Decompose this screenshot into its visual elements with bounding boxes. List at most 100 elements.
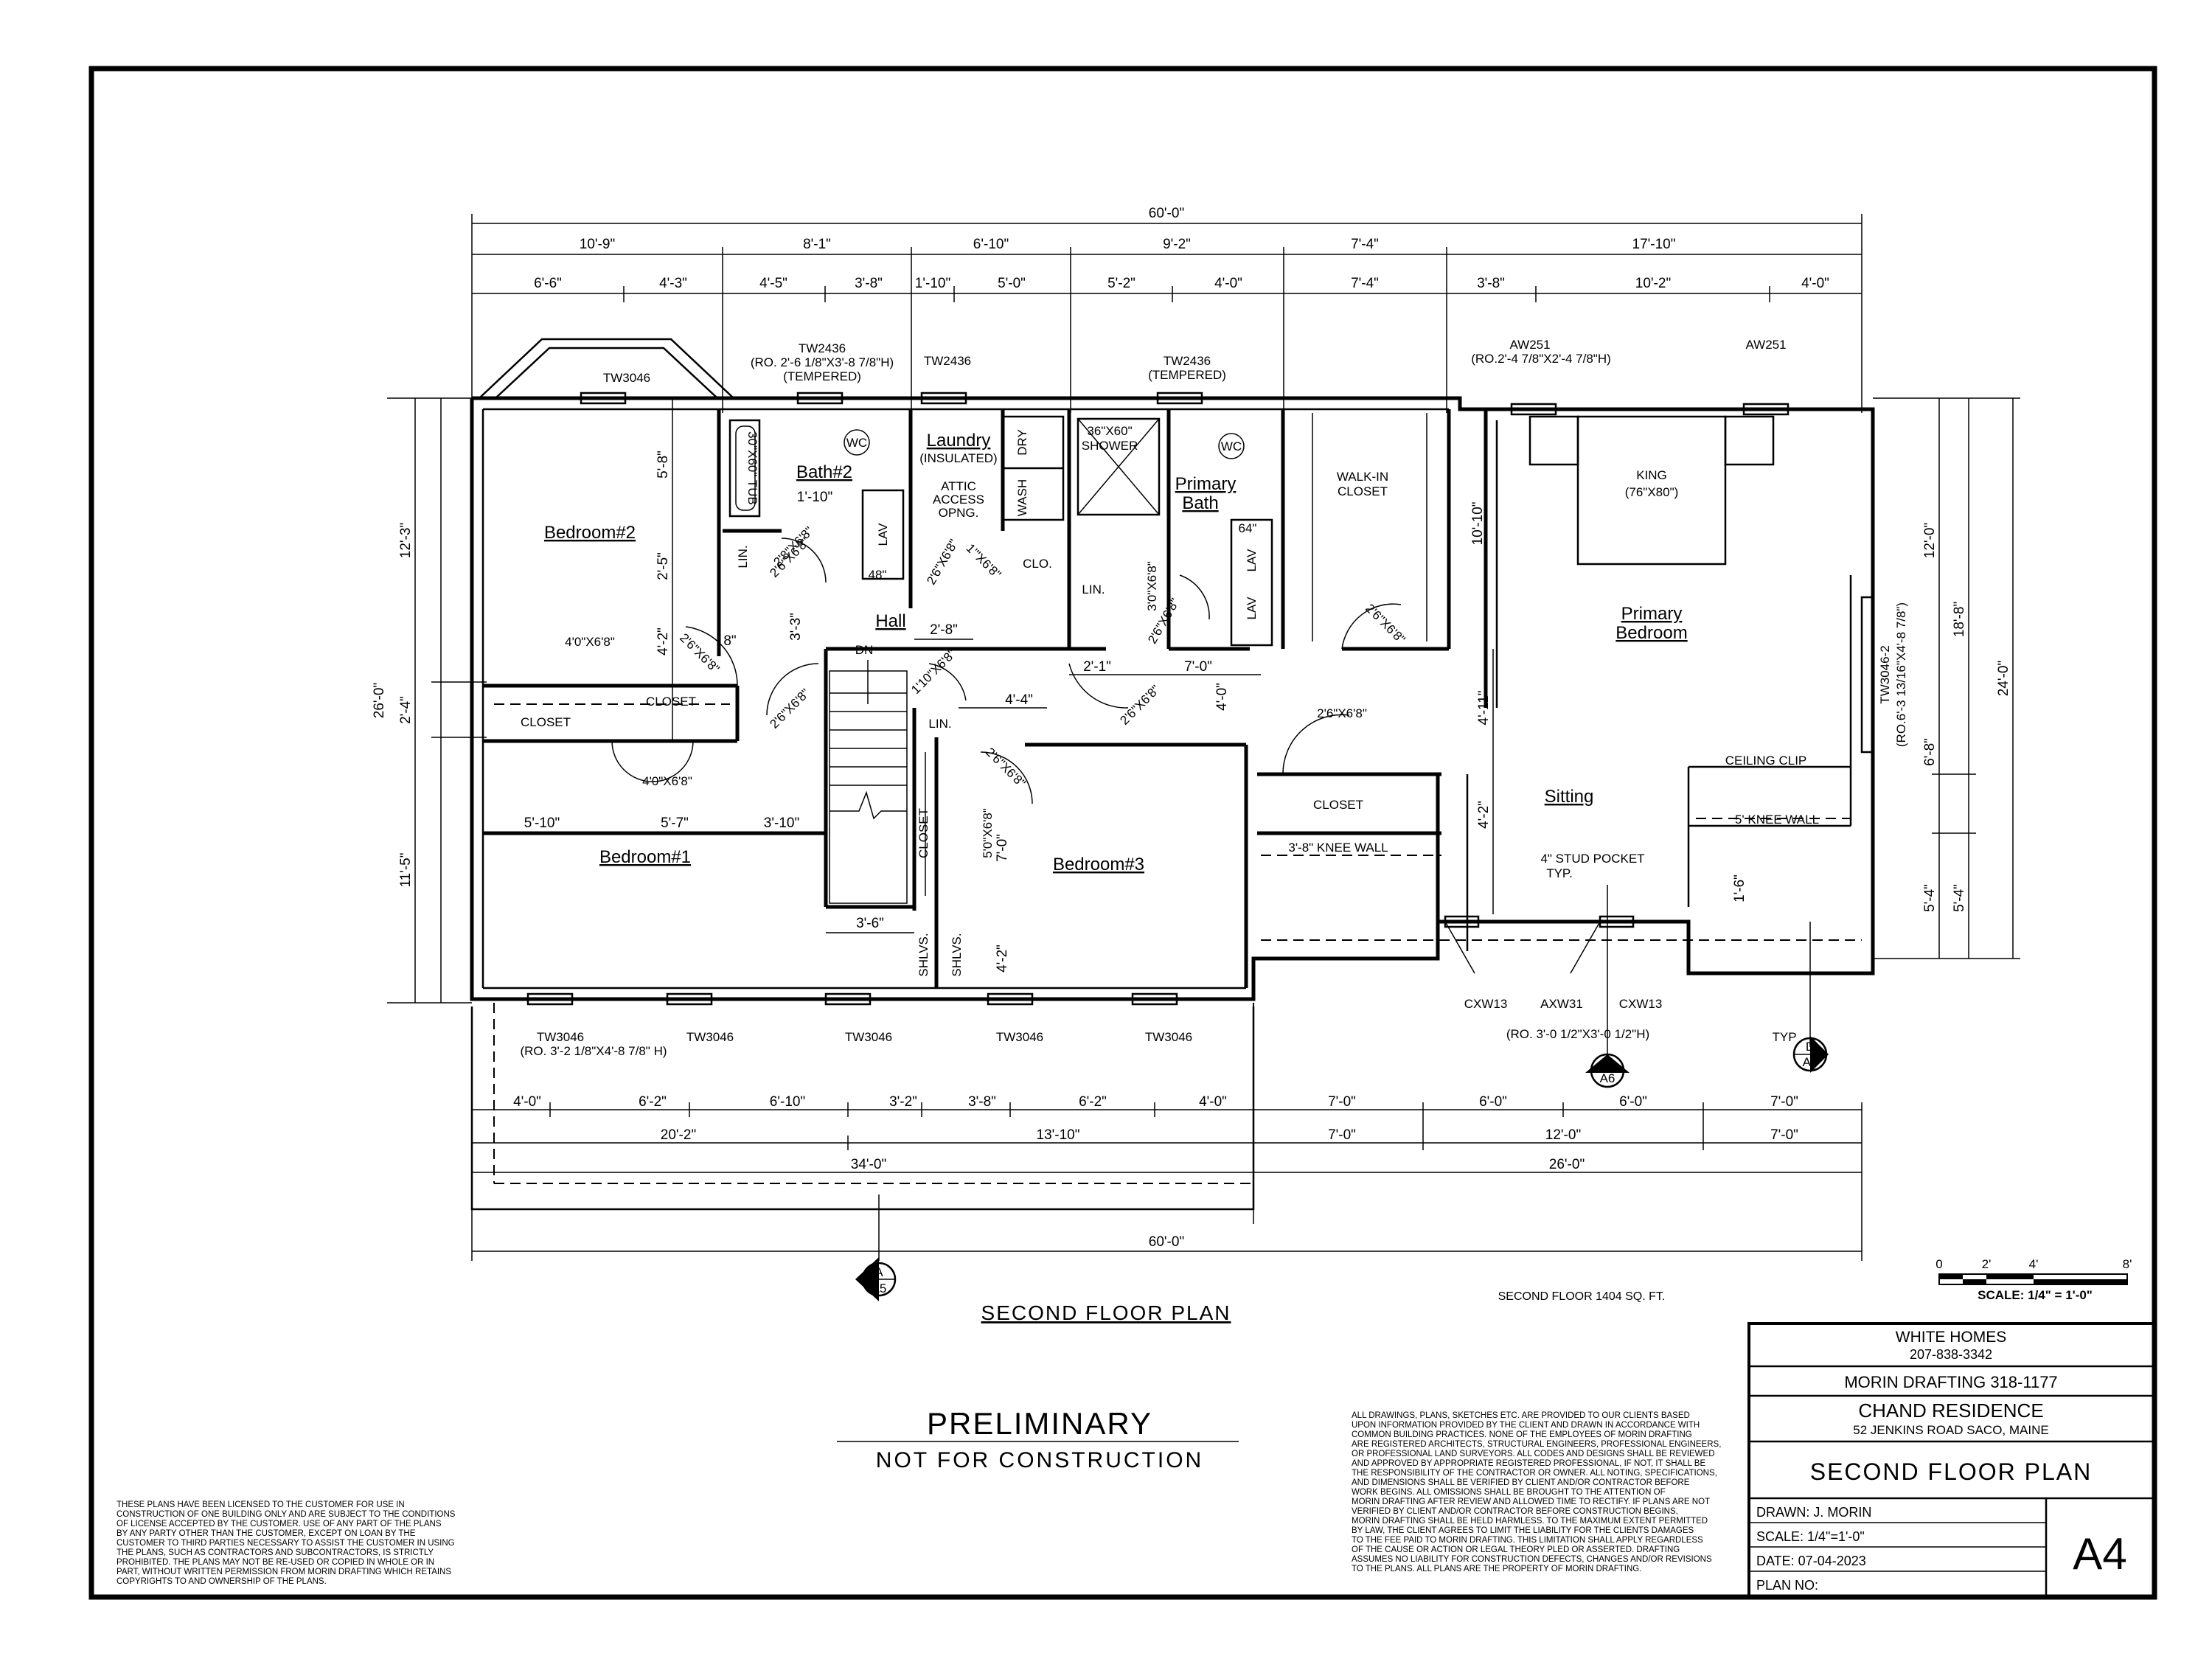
dim-top-r2-2: 4'-5"	[759, 276, 787, 291]
dim-left-1: 2'-4"	[398, 696, 414, 724]
dim-int-310: 3'-10"	[764, 815, 799, 831]
disclaimer-line: MORIN DRAFTING AFTER REVIEW AND ALLOWED …	[1352, 1498, 1710, 1506]
disclaimer-line: WORK BEGINS. ALL OMISSIONS SHALL BE BROU…	[1352, 1488, 1666, 1497]
wc-primary: WC	[1221, 439, 1242, 453]
dim-left-2: 11'-5"	[398, 853, 414, 888]
section-a-letter: A	[874, 1265, 883, 1279]
win-tw2436-tempered: (TEMPERED)	[783, 369, 861, 383]
tb-drawn: DRAWN: J. MORIN	[1756, 1505, 1871, 1520]
shower-label-1: 36"X60"	[1087, 424, 1132, 438]
dim-top-r2-9: 3'-8"	[1477, 276, 1505, 291]
dim-right-3: 18'-8"	[1952, 602, 1967, 637]
clo-label: CLO.	[1023, 557, 1052, 571]
tb-project: CHAND RESIDENCE	[1858, 1399, 2043, 1422]
dim-bot-r2-1: 13'-10"	[1037, 1127, 1080, 1143]
closet-hall: CLOSET	[917, 808, 931, 858]
dim-top-r2-3: 3'-8"	[855, 276, 883, 291]
dim-int-411: 4'-11"	[1476, 691, 1492, 726]
dim-int-44: 4'-4"	[1005, 692, 1033, 708]
stamp-line1: PRELIMINARY	[927, 1406, 1152, 1441]
dim-bot-r1-7: 7'-0"	[1328, 1094, 1356, 1110]
win-tw2436-primary-tempered: (TEMPERED)	[1148, 368, 1226, 382]
dim-int-28: 2'-8"	[930, 622, 958, 638]
dim-bot-r1-1: 6'-2"	[639, 1094, 667, 1110]
win-tw2436-primary: TW2436	[1164, 354, 1211, 368]
disclaimer: ALL DRAWINGS, PLANS, SKETCHES ETC. ARE P…	[1352, 1411, 1721, 1573]
tb-sheet-title: SECOND FLOOR PLAN	[1810, 1458, 2093, 1485]
door-lin-hall: 1'10"X6'8"	[908, 647, 959, 697]
tb-builder-phone: 207-838-3342	[1910, 1347, 1992, 1362]
scale-tick-3: 8'	[2123, 1257, 2132, 1271]
door-lin-primary: 3'0"X6'8"	[1145, 561, 1159, 611]
dim-int-8: 8"	[723, 633, 736, 649]
knee-wall-38: 3'-8" KNEE WALL	[1288, 841, 1388, 855]
section-d-tag: TYP	[1772, 1030, 1796, 1044]
section-c-sheet: A6	[1600, 1071, 1615, 1085]
dim-int-42a: 4'-2"	[655, 627, 671, 655]
disclaimer-line: AND DIMENSIONS SHALL BE VERIFIED BY CLIE…	[1352, 1478, 1690, 1487]
dim-int-510: 5'-10"	[524, 815, 560, 831]
dim-top-r2-4: 1'-10"	[915, 276, 950, 291]
width-64: 64"	[1239, 521, 1257, 535]
dim-bot-r3-1: 26'-0"	[1549, 1157, 1585, 1172]
door-clo: 1'"X6'8"	[964, 541, 1004, 582]
dim-left-0: 12'-3"	[398, 523, 414, 558]
dim-top-r1-3: 9'-2"	[1163, 237, 1191, 252]
king-bed	[1576, 415, 1727, 566]
wc-bath2: WC	[846, 436, 867, 450]
plan-title: SECOND FLOOR PLAN	[981, 1301, 1231, 1324]
room-labels: Bedroom#2 Bath#2 Laundry (INSULATED) Pri…	[544, 431, 1688, 874]
top-dimensions: 60'-0" 10'-9" 8'-1" 6'-10" 9'-2" 7'-4" 1…	[471, 206, 1863, 413]
bottom-dimensions: 4'-0" 6'-2" 6'-10" 3'-2" 3'-8" 6'-2" 4'-…	[471, 1094, 1863, 1261]
dim-top-r2-7: 4'-0"	[1214, 276, 1242, 291]
dim-top-r2-1: 4'-3"	[659, 276, 687, 291]
dim-bot-r1-5: 6'-2"	[1079, 1094, 1107, 1110]
win-axw31: AXW31	[1540, 997, 1583, 1011]
sheet-border	[88, 66, 2157, 1600]
license-line: PROHIBITED. THE PLANS MAY NOT BE RE-USED…	[116, 1558, 434, 1567]
tb-plan-no: PLAN NO:	[1756, 1578, 1818, 1593]
scale-tick-1: 2'	[1982, 1257, 1992, 1271]
stud-pocket-1: 4" STUD POCKET	[1540, 852, 1644, 866]
room-laundry-sub: (INSULATED)	[919, 451, 997, 465]
dim-int-42c: 4'-2"	[995, 945, 1010, 973]
tb-address: 52 JENKINS ROAD SACO, MAINE	[1853, 1423, 2048, 1437]
win-tw3046-b3: TW3046	[845, 1030, 892, 1044]
section-d-letter: D	[1806, 1040, 1815, 1054]
dim-int-33: 3'-3"	[788, 613, 804, 641]
win-tw3046-b2: TW3046	[686, 1030, 734, 1044]
shelves-1: SHLVS.	[917, 933, 931, 976]
license-note: THESE PLANS HAVE BEEN LICENSED TO THE CU…	[116, 1500, 456, 1586]
disclaimer-line: TO THE FEE PAID TO MORIN DRAFTING. THIS …	[1352, 1536, 1703, 1545]
dim-bot-r2-0: 20'-2"	[661, 1127, 696, 1143]
dim-int-1010: 10'-10"	[1470, 502, 1486, 546]
dim-top-r1-5: 17'-10"	[1632, 237, 1676, 252]
dim-bot-r2-2: 7'-0"	[1328, 1127, 1356, 1143]
attic-label-3: OPNG.	[939, 506, 979, 520]
win-cxw13-b: CXW13	[1619, 997, 1663, 1011]
win-tw3046-top: TW3046	[603, 371, 650, 385]
dim-right-0: 12'-0"	[1922, 523, 1938, 558]
license-line: PART, WITHOUT WRITTEN PERMISSION FROM MO…	[116, 1568, 451, 1576]
dim-bot-r1-4: 3'-8"	[968, 1094, 996, 1110]
win-tw2436-ro: (RO. 2'-6 1/8"X3'-8 7/8"H)	[751, 355, 894, 369]
disclaimer-line: ASSUMES NO LIABILITY FOR CONSTRUCTION DE…	[1352, 1555, 1712, 1564]
king-label: KING	[1636, 468, 1667, 482]
room-primary-bath-2: Bath	[1182, 493, 1218, 513]
dim-int-42b: 4'-2"	[1476, 801, 1492, 829]
dim-bot-r1-9: 6'-0"	[1619, 1094, 1647, 1110]
win-tw3046-2-ro: (RO.6'-3 13/16"X4'-8 7/8")	[1894, 602, 1908, 747]
tb-date: DATE: 07-04-2023	[1756, 1554, 1866, 1568]
dim-bot-r2-3: 12'-0"	[1545, 1127, 1581, 1143]
win-tw3046-b1: TW3046	[537, 1030, 584, 1044]
stairs-dn: DN	[855, 643, 874, 657]
section-markers: A A5 C A6 D A6 TYP	[855, 885, 1829, 1301]
door-bed2: 2'6"X6'8"	[677, 630, 722, 675]
tb-scale: SCALE: 1/4"=1'-0"	[1756, 1529, 1865, 1544]
dim-bot-r1-3: 3'-2"	[889, 1094, 917, 1110]
lin-bath2: LIN.	[736, 545, 750, 568]
door-bed3-closet: 2'6"X6'8"	[1317, 706, 1367, 720]
title-block: WHITE HOMES 207-838-3342 MORIN DRAFTING …	[1747, 1322, 2156, 1599]
win-tw2436-bath2: TW2436	[799, 341, 846, 355]
tub-label: 30"X60" TUB	[745, 431, 759, 505]
